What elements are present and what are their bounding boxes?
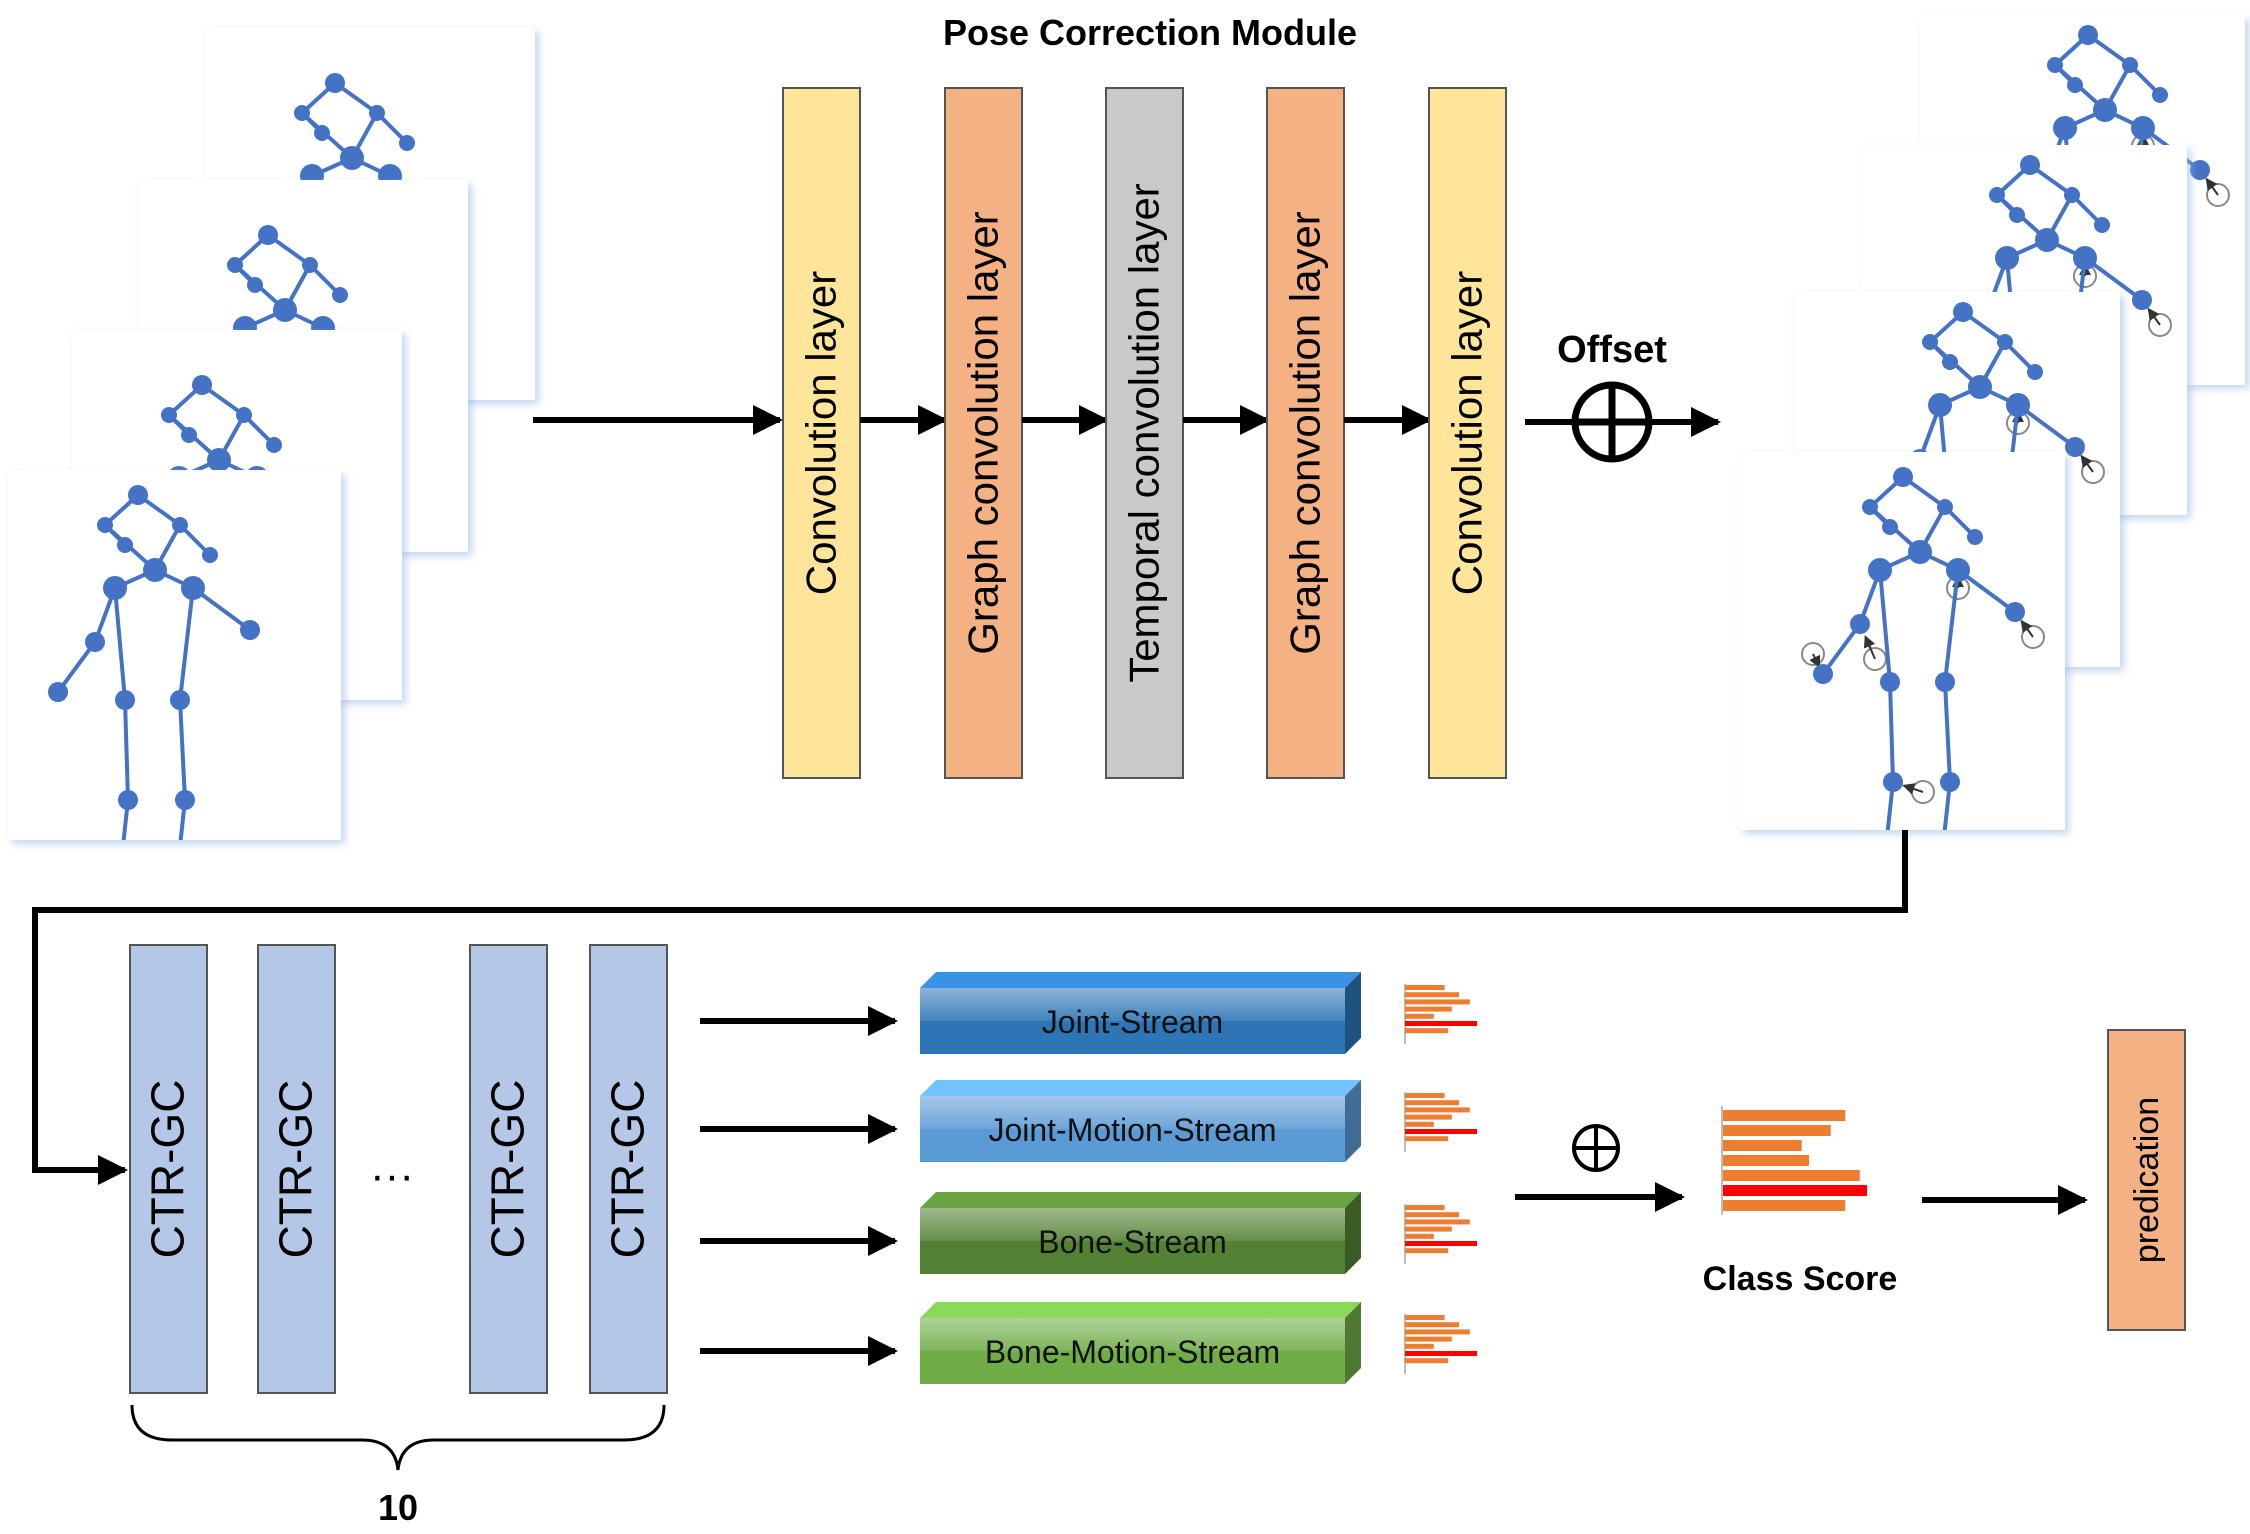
stream-block: Joint-Motion-Stream (920, 1080, 1361, 1162)
prediction-label: predication (2128, 1097, 2166, 1263)
score-bar (1722, 1185, 1867, 1196)
score-bar (1722, 1125, 1831, 1136)
input-skeleton-sequence (8, 28, 535, 840)
pcm-layer-label: Convolution layer (798, 271, 845, 596)
block-count: 10 (378, 1487, 418, 1528)
class-score-chart (1721, 1106, 1867, 1215)
add-operator-icon (1571, 381, 1653, 463)
stream-label: Bone-Motion-Stream (985, 1334, 1280, 1370)
score-bar (1722, 1200, 1846, 1211)
input-frame (8, 470, 341, 840)
connector-arrow (32, 830, 1908, 1185)
pcm-layer-box: Temporal convolution layer (1105, 87, 1184, 779)
corrected-skeleton-sequence (1740, 15, 2245, 830)
pcm-layer-label: Temporal convolution layer (1121, 183, 1168, 683)
ctr-gc-label: CTR-GC (270, 1080, 322, 1259)
stream-branches: Joint-StreamJoint-Motion-StreamBone-Stre… (700, 972, 1477, 1384)
pcm-layer-label: Convolution layer (1444, 271, 1491, 596)
stream-block: Joint-Stream (920, 972, 1361, 1054)
block-brace (130, 1404, 666, 1471)
ctr-gc-block: CTR-GC (589, 944, 668, 1394)
fusion-add-icon (1572, 1124, 1620, 1172)
module-title: Pose Correction Module (943, 12, 1357, 53)
ctr-gc-label: CTR-GC (142, 1080, 194, 1259)
pcm-layer-label: Graph convolution layer (1282, 211, 1329, 655)
offset-label: Offset (1557, 329, 1667, 371)
ctr-gc-blocks: CTR-GC CTR-GC CTR-GC CTR-GC (129, 944, 668, 1394)
pcm-layer-box: Convolution layer (782, 87, 861, 779)
stream-score-icon (1404, 1092, 1477, 1152)
class-score-label: Class Score (1703, 1260, 1898, 1298)
stream-label: Joint-Motion-Stream (988, 1112, 1276, 1148)
skeleton-figure (48, 485, 260, 840)
score-bar (1722, 1155, 1809, 1166)
pcm-layer-label: Graph convolution layer (960, 211, 1007, 655)
prediction-box (2107, 1029, 2186, 1331)
corrected-frame (1740, 452, 2065, 830)
ctr-gc-label: CTR-GC (482, 1080, 534, 1259)
stream-score-icon (1404, 984, 1477, 1044)
skeleton-figure (1801, 467, 2045, 830)
ctr-gc-block: CTR-GC (129, 944, 208, 1394)
stream-label: Bone-Stream (1038, 1224, 1227, 1260)
ctr-gc-block: CTR-GC (257, 944, 336, 1394)
stream-score-icon (1404, 1204, 1477, 1264)
stream-score-icon (1404, 1314, 1477, 1374)
stream-label: Joint-Stream (1042, 1004, 1223, 1040)
pose-correction-layers: Convolution layer Graph convolution layer… (782, 87, 1507, 779)
score-bar (1722, 1110, 1846, 1121)
pcm-layer-box: Graph convolution layer (1266, 87, 1345, 779)
score-bar (1722, 1170, 1860, 1181)
score-bar (1722, 1140, 1802, 1151)
stream-block: Bone-Motion-Stream (920, 1302, 1361, 1384)
ctr-gc-block: CTR-GC (469, 944, 548, 1394)
stream-block: Bone-Stream (920, 1192, 1361, 1274)
ctr-gc-label: CTR-GC (602, 1080, 654, 1259)
ellipsis: ··· (370, 1151, 414, 1200)
pcm-layer-box: Graph convolution layer (944, 87, 1023, 779)
pcm-layer-box: Convolution layer (1428, 87, 1507, 779)
